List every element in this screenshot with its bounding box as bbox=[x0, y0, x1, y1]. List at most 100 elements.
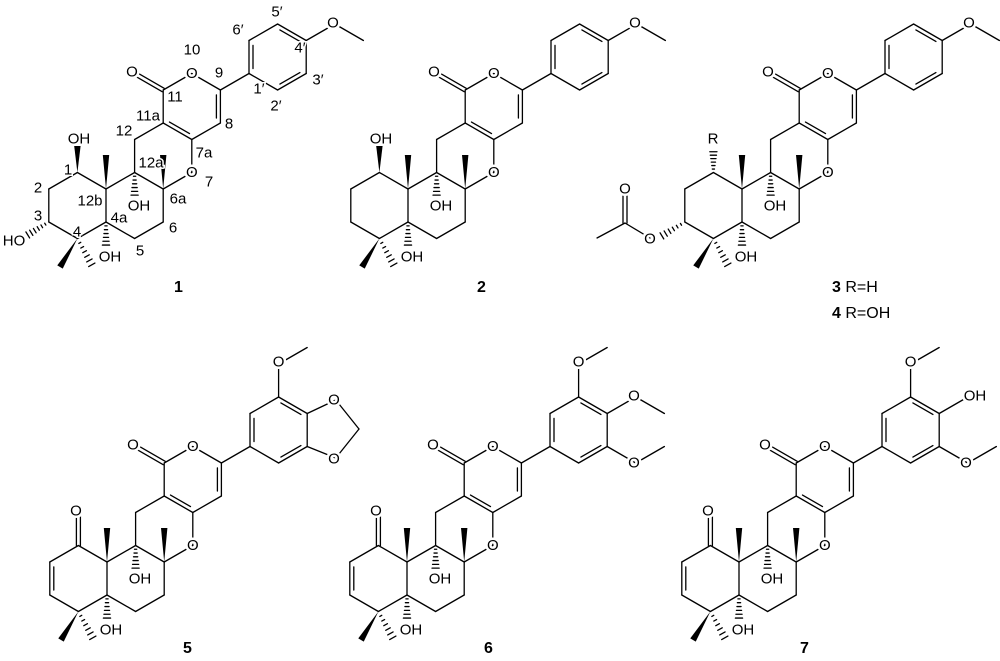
bond bbox=[191, 72, 222, 91]
bond bbox=[133, 221, 164, 240]
wedge-bond bbox=[404, 155, 412, 189]
atom-label-lactone-o: O bbox=[819, 438, 831, 455]
bond bbox=[606, 396, 637, 415]
bonds bbox=[349, 346, 666, 642]
bonds bbox=[49, 346, 360, 642]
bond bbox=[766, 544, 797, 563]
double-bond-inner-line bbox=[801, 494, 824, 508]
bond bbox=[464, 171, 495, 190]
bond bbox=[741, 221, 772, 240]
bond bbox=[306, 445, 337, 459]
atom-label-oh-1: OH bbox=[370, 131, 393, 148]
bond bbox=[798, 72, 829, 91]
bond bbox=[106, 594, 137, 613]
bond bbox=[134, 495, 165, 514]
atom-label-oh-4a: OH bbox=[732, 622, 755, 639]
atom-label-carbonyl-o: O bbox=[762, 64, 774, 81]
bond bbox=[635, 445, 666, 464]
double-bond-inner-line bbox=[915, 29, 937, 43]
bond bbox=[709, 594, 740, 613]
bond bbox=[76, 171, 107, 190]
bond bbox=[577, 346, 608, 365]
hashed-bond bbox=[734, 598, 744, 619]
bond bbox=[795, 544, 826, 563]
hashed-bond bbox=[763, 548, 772, 569]
hashed-bond bbox=[403, 225, 413, 246]
atom-label-oh-4a: OH bbox=[99, 249, 122, 266]
hashed-bond bbox=[431, 548, 440, 569]
bond bbox=[492, 445, 523, 464]
bond bbox=[248, 23, 279, 42]
caption-4: 4 R=OH bbox=[832, 305, 890, 322]
atom-label-ome-4p: O bbox=[629, 15, 641, 32]
wedge-bond bbox=[793, 528, 800, 562]
wedge-bond bbox=[74, 146, 81, 173]
bond bbox=[607, 23, 638, 42]
hashed-bond bbox=[711, 614, 729, 641]
bond bbox=[827, 122, 858, 141]
bond bbox=[77, 544, 108, 563]
double-bond bbox=[765, 447, 796, 466]
bond bbox=[277, 346, 308, 365]
double-bond-inner-line bbox=[581, 29, 603, 43]
bond bbox=[305, 23, 336, 42]
wedge-bond bbox=[693, 238, 714, 269]
bond bbox=[884, 72, 915, 91]
bond bbox=[624, 222, 651, 239]
caption-5: 5 bbox=[183, 640, 192, 657]
position-number: 6′ bbox=[232, 22, 243, 39]
atom-label-oh-12a: OH bbox=[429, 571, 452, 588]
atom-label-ome-4p: O bbox=[628, 388, 640, 405]
atom-label-dioxole-o1: O bbox=[328, 392, 340, 409]
compound-substituent: R=OH bbox=[841, 305, 890, 322]
hashed-bond bbox=[25, 222, 47, 239]
bond bbox=[349, 544, 380, 563]
caption-1: 1 bbox=[174, 279, 183, 296]
wedge-bond bbox=[160, 155, 167, 189]
hashed-bond bbox=[131, 548, 140, 569]
bond bbox=[350, 221, 381, 240]
atom-label-carbonyl-o: O bbox=[127, 437, 139, 454]
double-bond-inner-line bbox=[470, 121, 493, 135]
hashed-bond bbox=[766, 175, 775, 196]
bond bbox=[407, 171, 438, 190]
caption-6: 6 bbox=[484, 640, 493, 657]
wedge-bond bbox=[359, 238, 380, 269]
hashed-bond bbox=[102, 598, 112, 619]
bond bbox=[105, 221, 136, 240]
bond bbox=[134, 594, 165, 613]
hashed-bond bbox=[402, 598, 412, 619]
atom-label-lactone-o: O bbox=[186, 65, 198, 82]
bond bbox=[106, 544, 137, 563]
double-bond-inner-line bbox=[580, 444, 602, 458]
bond bbox=[276, 23, 307, 42]
double-bond-inner-line bbox=[580, 402, 602, 416]
atom-label-carbonyl-o: O bbox=[427, 437, 439, 454]
double-bond-inner-line bbox=[581, 71, 603, 85]
hashed-bond bbox=[659, 222, 683, 240]
atom-label-oh-12a: OH bbox=[129, 571, 152, 588]
bond bbox=[276, 72, 307, 91]
bond bbox=[435, 171, 466, 190]
bond bbox=[463, 495, 494, 514]
bond bbox=[134, 544, 165, 563]
bond bbox=[577, 445, 608, 464]
bond bbox=[912, 72, 943, 91]
hashed-bond bbox=[432, 175, 441, 196]
bond bbox=[520, 445, 551, 464]
bond bbox=[769, 221, 800, 240]
bond bbox=[162, 171, 193, 190]
double-bond-inner-line bbox=[915, 71, 937, 85]
position-number: 5 bbox=[136, 243, 144, 260]
bond bbox=[406, 544, 437, 563]
double-bond-inner-line bbox=[280, 444, 302, 458]
bond bbox=[636, 23, 667, 42]
atom-label-carbonyl-o: O bbox=[759, 437, 771, 454]
atom-label-lactone-o: O bbox=[187, 438, 199, 455]
atom-label-r-1: R bbox=[708, 131, 719, 148]
